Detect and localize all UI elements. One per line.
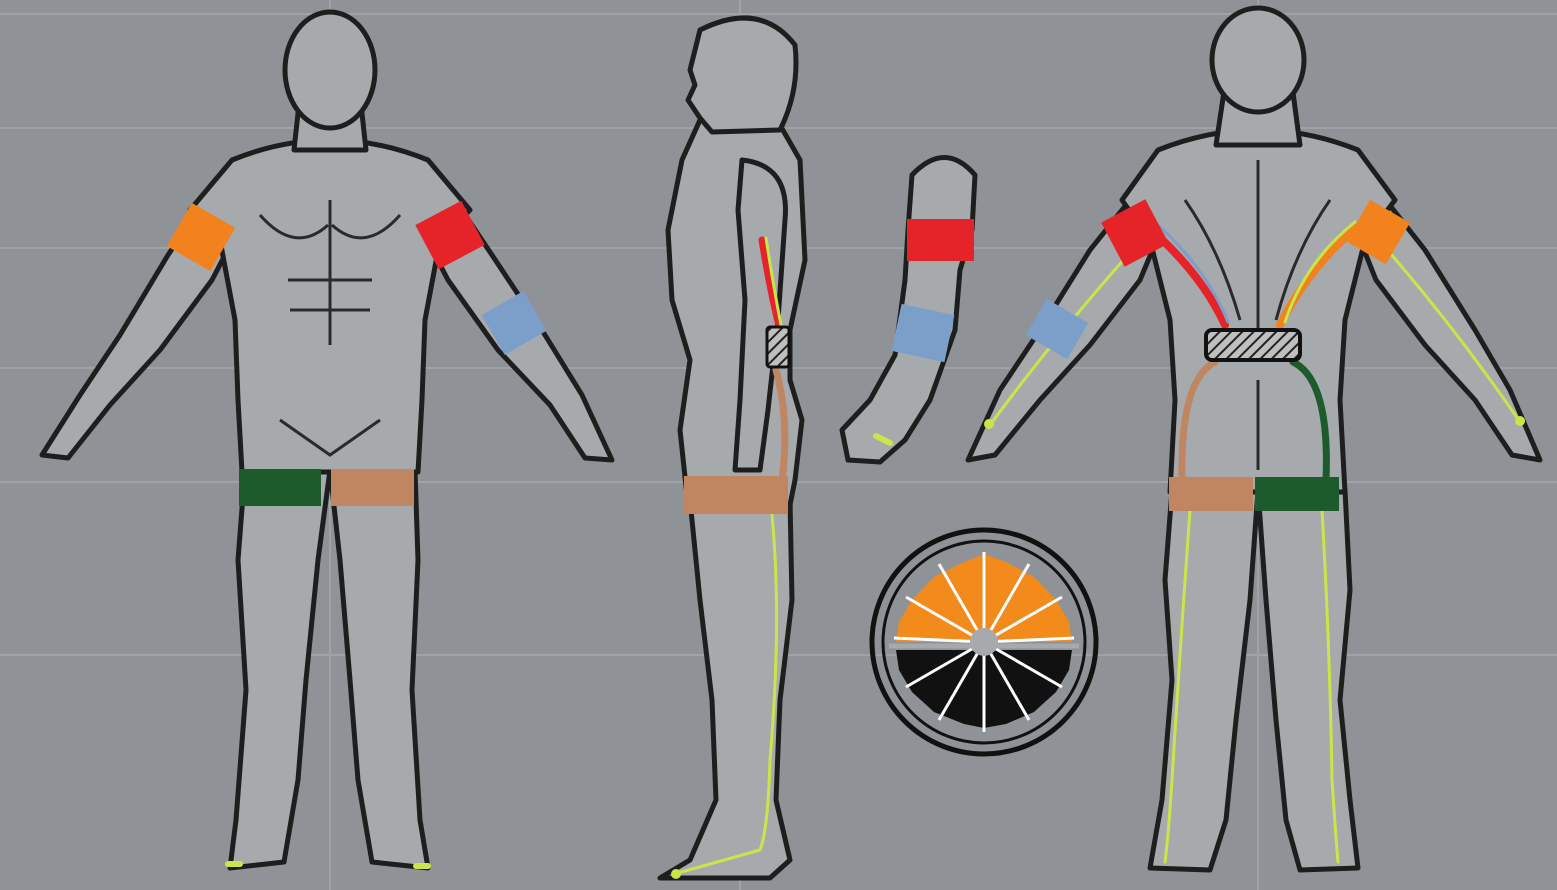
side-hub-unit [767,327,789,367]
back-body [968,8,1540,870]
side-foot-sensor [671,869,681,879]
gear-sunburst-emblem-icon [872,530,1096,754]
back-view [968,8,1540,870]
arm-detail-upper-band [907,219,974,261]
front-body [42,12,612,868]
front-view [42,12,612,868]
back-right-thigh-band [1255,477,1339,511]
side-thigh-band [684,476,788,514]
back-left-thigh-band [1169,477,1253,511]
arm-detail [842,158,975,463]
front-right-thigh-band [239,469,321,506]
side-view [660,18,805,879]
front-left-thigh-band [331,469,414,506]
back-hub-unit [1206,330,1300,360]
